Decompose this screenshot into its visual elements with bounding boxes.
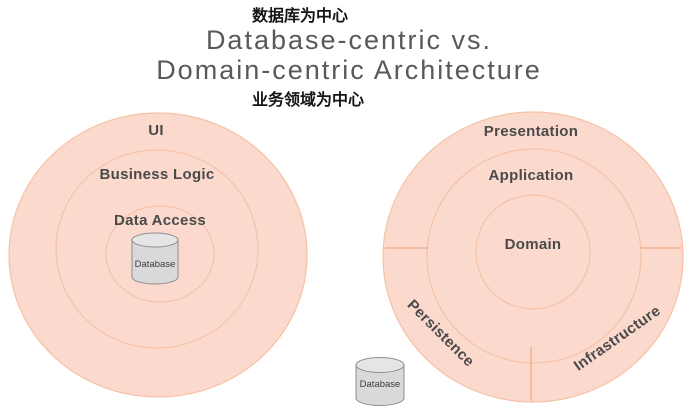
database-cylinder-body [131, 240, 179, 285]
db-inner-ring-circle [105, 205, 215, 303]
database-cylinder-center: Database [131, 232, 179, 285]
domain-circle-label: Domain [505, 236, 562, 253]
title-line-2: Domain-centric Architecture [156, 55, 542, 85]
domain-centric-label-zh: 业务领域为中心 [251, 92, 365, 109]
dom-inner-circle [475, 194, 591, 310]
title-line-1: Database-centric vs. [205, 25, 493, 55]
page-title: Database-centric vs. Domain-centric Arch… [156, 25, 542, 85]
db-middle-ring-circle [55, 149, 259, 349]
ui-ring-label: UI [148, 122, 164, 139]
data-access-ring-label: Data Access [114, 212, 206, 229]
external-database-cylinder-body [355, 365, 405, 406]
database-centric-diagram: UI Business Logic Data Access Database [8, 112, 308, 398]
dom-outer-ring-circle [382, 111, 684, 403]
business-logic-ring-label: Business Logic [99, 166, 214, 183]
database-cylinder-label: Database [135, 259, 176, 270]
external-database-cylinder-top [355, 357, 405, 373]
domain-centric-diagram: Presentation Application Domain Persiste… [382, 111, 684, 403]
application-ring-label: Application [489, 167, 574, 184]
external-database-cylinder-label: Database [360, 379, 401, 390]
database-centric-label-zh: 数据库为中心 [251, 8, 349, 25]
presentation-ring-label: Presentation [484, 123, 578, 140]
database-cylinder-external: Database [355, 357, 405, 406]
dom-middle-ring-circle [426, 148, 642, 364]
database-cylinder-top [131, 232, 179, 248]
